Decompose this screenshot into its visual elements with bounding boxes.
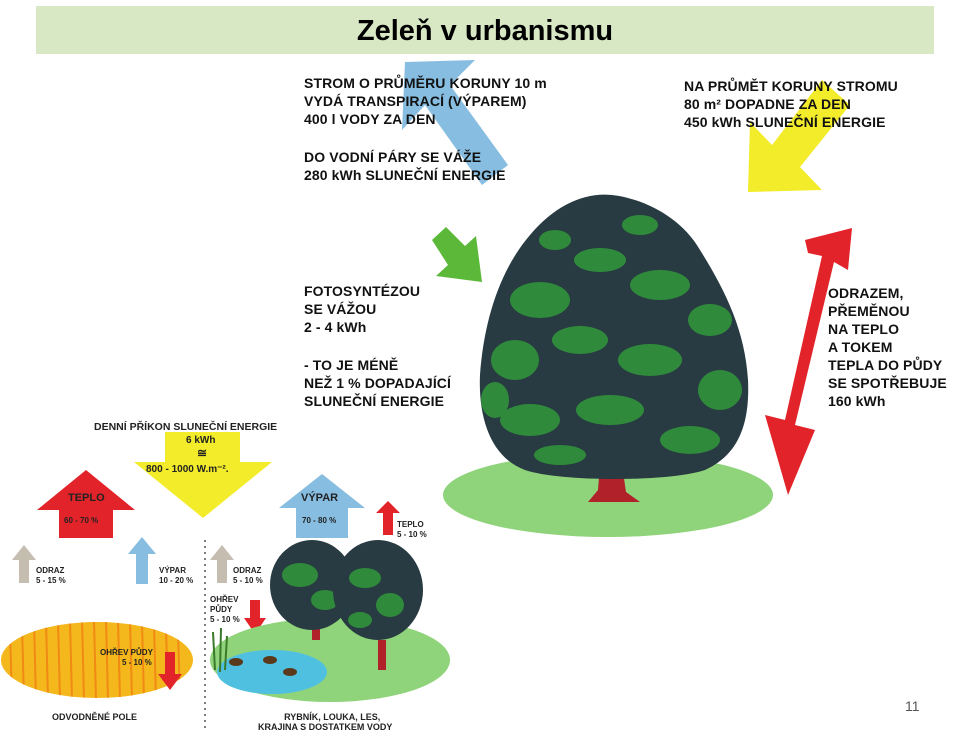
reflection-arrow [765,228,852,495]
left-caption: ODVODNĚNÉ POLE [52,712,138,722]
right-caption: RYBNÍK, LOUKA, LES, KRAJINA S DOSTATKEM … [258,712,392,732]
vapour-value: 70 - 80 % [302,516,337,525]
text-line: A TOKEM [828,339,893,355]
text-line: 5 - 10 % [233,576,263,585]
soil-heat-right-arrow [244,600,266,634]
title-bar: Zeleň v urbanismu [36,6,934,54]
vapour-arrow [279,474,365,538]
approx-symbol: ≅ [197,446,208,460]
text-line: 450 kWh SLUNEČNÍ ENERGIE [684,114,886,130]
daily-flux-value: 800 - 1000 W.m⁻². [146,464,229,475]
text-line: - TO JE MÉNĚ [304,357,399,373]
heat-small-text: TEPLO 5 - 10 % [397,520,427,540]
transpiration-text: STROM O PRŮMĚRU KORUNY 10 m VYDÁ TRANSPI… [304,74,547,128]
text-line: 5 - 15 % [36,576,66,585]
photosynthesis-note: - TO JE MÉNĚ NEŽ 1 % DOPADAJÍCÍ SLUNEČNÍ… [304,356,451,410]
vapour-energy-text: DO VODNÍ PÁRY SE VÁŽE 280 kWh SLUNEČNÍ E… [304,148,506,184]
text-line: NEŽ 1 % DOPADAJÍCÍ [304,375,452,391]
daily-input-value: 6 kWh [186,435,216,446]
text-line: OHŘEV PŮDY [100,648,153,657]
heat-arrow [37,470,135,538]
text-line: 5 - 10 % [210,615,240,624]
text-line: STROM O PRŮMĚRU KORUNY 10 m [304,75,547,91]
text-line: NA TEPLO [828,321,900,337]
reflect-right-arrow [210,545,234,583]
text-line: PŘEMĚNOU [828,303,910,319]
text-line: 160 kWh [828,393,886,409]
text-line: NA PRŮMĚT KORUNY STROMU [684,78,898,94]
text-line: 5 - 10 % [122,658,152,667]
text-line: 2 - 4 kWh [304,319,367,335]
text-line: ODRAZ [36,566,65,575]
text-line: 10 - 20 % [159,576,194,585]
soil-heat-right-text: OHŘEV PŮDY 5 - 10 % [210,595,240,625]
daily-input-arrow [134,432,272,518]
text-line: SE VÁŽOU [304,301,377,317]
text-line: FOTOSYNTÉZOU [304,283,421,299]
text-line: PŮDY [210,605,233,614]
soil-heat-left-text: OHŘEV PŮDY 5 - 10 % [100,648,153,668]
reflection-text: ODRAZEM, PŘEMĚNOU NA TEPLO A TOKEM TEPLA… [828,284,947,410]
photosynthesis-arrow [432,227,482,282]
evap-left-text: VÝPAR 10 - 20 % [159,566,193,586]
soil-heat-left-arrow [158,652,182,690]
heat-small-arrow [376,501,400,535]
text-line: ODRAZEM, [828,285,904,301]
text-line: VYDÁ TRANSPIRACÍ (VÝPAREM) [304,93,527,109]
incoming-energy-text: NA PRŮMĚT KORUNY STROMU 80 m² DOPADNE ZA… [684,77,898,131]
text-line: SE SPOTŘEBUJE [828,375,947,391]
text-line: ODRAZ [233,566,262,575]
slide-title: Zeleň v urbanismu [356,15,614,47]
tree-crown [479,194,749,479]
vapour-label: VÝPAR [301,492,339,504]
text-line: OHŘEV [210,595,239,604]
incoming-energy-arrow [748,80,850,192]
text-line: 280 kWh SLUNEČNÍ ENERGIE [304,167,506,183]
pond-landscape [210,540,450,702]
text-line: SLUNEČNÍ ENERGIE [304,393,445,409]
photosynthesis-text: FOTOSYNTÉZOU SE VÁŽOU 2 - 4 kWh [304,282,420,336]
heat-value: 60 - 70 % [64,516,99,525]
text-line: DO VODNÍ PÁRY SE VÁŽE [304,149,482,165]
transpiration-arrow [402,60,508,185]
heat-label: TEPLO [68,492,105,504]
reflect-right-text: ODRAZ 5 - 10 % [233,566,263,586]
text-line: TEPLA DO PŮDY [828,357,943,373]
reflect-left-text: ODRAZ 5 - 15 % [36,566,66,586]
page-number: 11 [905,698,920,714]
evap-left-arrow [128,537,156,584]
text-line: 400 l VODY ZA DEN [304,111,436,127]
reflect-left-arrow [12,545,36,583]
text-line: TEPLO [397,520,424,529]
daily-input-label: DENNÍ PŘÍKON SLUNEČNÍ ENERGIE [94,421,278,433]
drained-field [1,622,193,698]
text-line: VÝPAR [159,566,186,575]
text-line: KRAJINA S DOSTATKEM VODY [258,722,393,732]
text-line: 80 m² DOPADNE ZA DEN [684,96,851,112]
text-line: RYBNÍK, LOUKA, LES, [284,712,381,722]
text-line: 5 - 10 % [397,530,427,539]
